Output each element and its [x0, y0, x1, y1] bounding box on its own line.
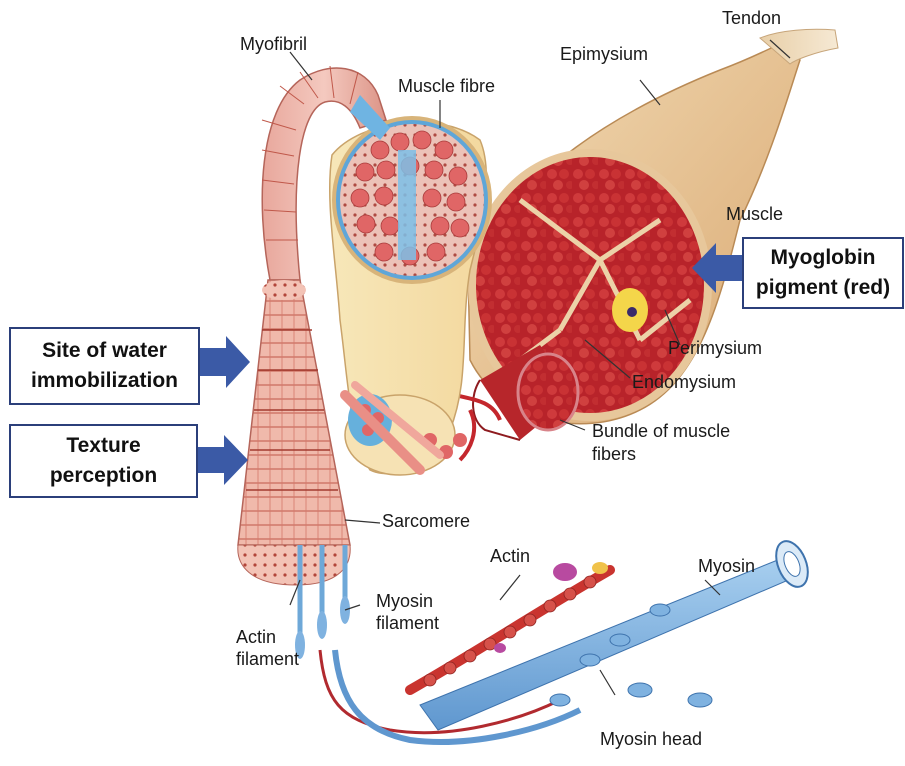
water-arrow — [200, 336, 250, 388]
label-perimysium: Perimysium — [668, 338, 762, 359]
callout-water-line2: immobilization — [31, 366, 178, 396]
callout-texture-line2: perception — [50, 461, 157, 491]
callout-water-line1: Site of water — [31, 336, 178, 366]
callout-texture-perception: Texture perception — [9, 424, 198, 498]
label-myosin-filament-line2: filament — [376, 613, 439, 633]
label-muscle: Muscle — [726, 204, 783, 225]
texture-arrow — [198, 435, 248, 485]
label-muscle-fibre: Muscle fibre — [398, 76, 495, 97]
label-tendon: Tendon — [722, 8, 781, 29]
callout-water-immobilization: Site of water immobilization — [9, 327, 200, 405]
label-sarcomere: Sarcomere — [382, 511, 470, 532]
label-myosin-filament-line1: Myosin — [376, 591, 433, 611]
callout-texture-line1: Texture — [50, 431, 157, 461]
label-myosin-head: Myosin head — [600, 729, 702, 750]
label-actin: Actin — [490, 546, 530, 567]
callout-myoglobin-line2: pigment (red) — [756, 273, 890, 303]
label-myosin: Myosin — [698, 556, 755, 577]
label-bundle: Bundle of muscle fibers — [592, 420, 730, 466]
label-myofibril: Myofibril — [240, 34, 307, 55]
label-actin-filament: Actin filament — [236, 626, 299, 670]
label-epimysium: Epimysium — [560, 44, 648, 65]
sarcomere-cone — [238, 280, 350, 585]
callout-myoglobin-line1: Myoglobin — [756, 243, 890, 273]
callout-myoglobin: Myoglobin pigment (red) — [742, 237, 904, 309]
label-endomysium: Endomysium — [632, 372, 736, 393]
label-actin-filament-line1: Actin — [236, 627, 276, 647]
label-bundle-line2: fibers — [592, 444, 636, 464]
label-myosin-filament: Myosin filament — [376, 590, 439, 634]
label-bundle-line1: Bundle of muscle — [592, 421, 730, 441]
muscle-fibre — [330, 118, 490, 475]
label-actin-filament-line2: filament — [236, 649, 299, 669]
